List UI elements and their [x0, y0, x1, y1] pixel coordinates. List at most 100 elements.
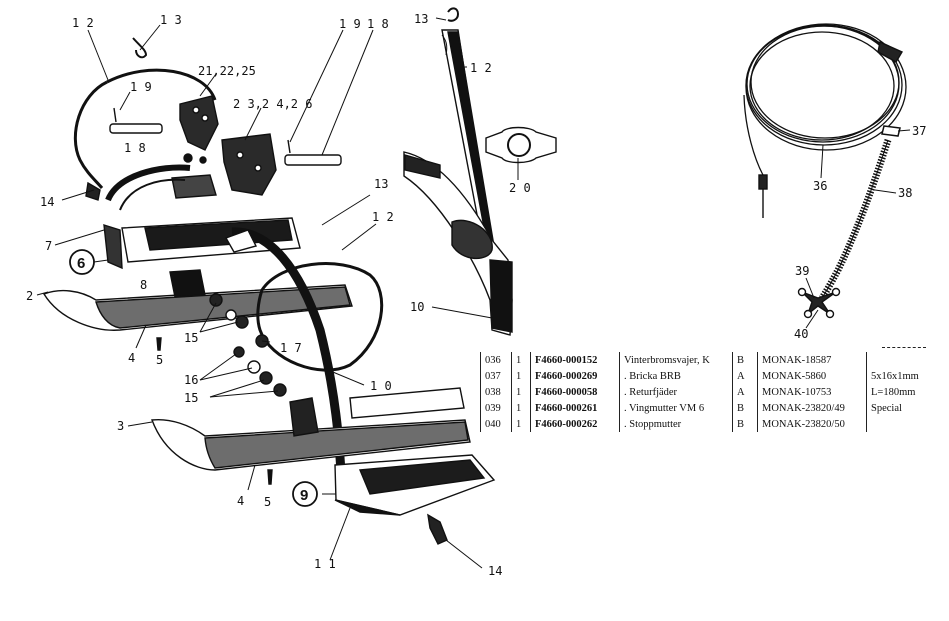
- part-description: Vinterbromsvajer, K: [619, 352, 733, 368]
- cable-part-12-lower: [256, 262, 384, 372]
- callout-40: 40: [794, 327, 808, 341]
- part-description: . Returfjäder: [619, 384, 733, 400]
- part-article-number: F4660-000058: [530, 384, 620, 400]
- part-quantity: 1: [511, 416, 531, 432]
- callout-12-center: 1 2: [470, 61, 492, 75]
- leader-lines: [36, 17, 911, 569]
- part-quantity: 1: [511, 368, 531, 384]
- brake-cable-part-36: [743, 23, 907, 218]
- callout-12-mid: 1 2: [372, 210, 394, 224]
- part-position: 038: [480, 384, 512, 400]
- part-note: [866, 416, 935, 432]
- rear-seat-part-11: [334, 454, 496, 545]
- part-position: 036: [480, 352, 512, 368]
- washer-part-37: [881, 125, 901, 137]
- part-article-number: F4660-000152: [530, 352, 620, 368]
- callout-23-24-26: 2 3,2 4,2 6: [233, 97, 312, 111]
- part-reference: MONAK-23820/49: [757, 400, 867, 416]
- callout-36: 36: [813, 179, 827, 193]
- pin-part-18-19: [109, 107, 342, 166]
- callout-8: 8: [140, 278, 147, 292]
- callout-3: 3: [117, 419, 124, 433]
- callout-14-lower: 14: [488, 564, 502, 578]
- part-note: 5x16x1mm: [866, 368, 935, 384]
- callout-39: 39: [795, 264, 809, 278]
- callout-13-mid: 13: [374, 177, 388, 191]
- callout-16: 16: [184, 373, 198, 387]
- callout-6: 6: [77, 255, 85, 272]
- part-reference: MONAK-23820/50: [757, 416, 867, 432]
- callout-9-circle: [292, 481, 318, 507]
- callout-21-22-25: 21,22,25: [198, 64, 256, 78]
- callout-14: 14: [40, 195, 54, 209]
- part-article-number: F4660-000269: [530, 368, 620, 384]
- callout-12: 1 2: [72, 16, 94, 30]
- part-quantity: 1: [511, 400, 531, 416]
- part-quantity: 1: [511, 384, 531, 400]
- callout-20: 2 0: [509, 181, 531, 195]
- handle-part-10: [403, 151, 513, 336]
- callout-11: 1 1: [314, 557, 336, 571]
- part-description: . Vingmutter VM 6: [619, 400, 733, 416]
- front-ski-assembly: [42, 269, 353, 331]
- callout-17: 1 7: [280, 341, 302, 355]
- part-description: . Bricka BRB: [619, 368, 733, 384]
- callout-13: 1 3: [160, 13, 182, 27]
- part-class-code: B: [732, 352, 758, 368]
- part-note: [866, 352, 935, 368]
- part-class-code: A: [732, 368, 758, 384]
- callout-6-circle: [69, 249, 95, 275]
- callout-10: 1 0: [370, 379, 392, 393]
- table-dashed-rule: [882, 347, 926, 348]
- callout-5: 5: [156, 353, 163, 367]
- callout-38: 38: [898, 186, 912, 200]
- part-quantity: 1: [511, 352, 531, 368]
- part-reference: MONAK-10753: [757, 384, 867, 400]
- callout-4-lower: 4: [237, 494, 244, 508]
- callout-18: 1 8: [124, 141, 146, 155]
- callout-15: 15: [184, 331, 198, 345]
- washers-and-nuts: [156, 293, 287, 485]
- part-note: Special: [866, 400, 935, 416]
- callout-19: 1 9: [130, 80, 152, 94]
- small-fittings: [85, 153, 217, 201]
- callout-13-center: 13: [414, 12, 428, 26]
- callout-labels: 1 2 1 3 1 9 1 8 21,22,25 2 3,2 4,2 6 1 9…: [26, 12, 926, 578]
- callout-19-right: 1 9: [339, 17, 361, 31]
- part-article-number: F4660-000261: [530, 400, 620, 416]
- callout-4: 4: [128, 351, 135, 365]
- part-reference: MONAK-5860: [757, 368, 867, 384]
- part-position: 040: [480, 416, 512, 432]
- callout-18-right: 1 8: [367, 17, 389, 31]
- callout-2: 2: [26, 289, 33, 303]
- bracket-part-21-22-25: [179, 95, 219, 151]
- return-spring-part-38: [819, 138, 892, 300]
- part-note: L=180mm: [866, 384, 935, 400]
- callout-9: 9: [300, 487, 308, 504]
- wing-nut-part-39-stop-nut-40: [797, 287, 841, 319]
- front-seat-frame: [103, 164, 301, 270]
- bracket-part-23-24-26: [221, 133, 277, 196]
- part-position: 037: [480, 368, 512, 384]
- part-article-number: F4660-000262: [530, 416, 620, 432]
- rear-ski-assembly: [151, 387, 471, 471]
- part-reference: MONAK-18587: [757, 352, 867, 368]
- callout-7: 7: [45, 239, 52, 253]
- part-position: 039: [480, 400, 512, 416]
- part-class-code: B: [732, 400, 758, 416]
- callout-15-lower: 15: [184, 391, 198, 405]
- cable-hook-part-12-13: [73, 37, 217, 189]
- part-class-code: B: [732, 416, 758, 432]
- callout-10-center: 10: [410, 300, 424, 314]
- callout-5-lower: 5: [264, 495, 271, 509]
- part-class-code: A: [732, 384, 758, 400]
- part-description: . Stoppmutter: [619, 416, 733, 432]
- callout-37: 37: [912, 124, 926, 138]
